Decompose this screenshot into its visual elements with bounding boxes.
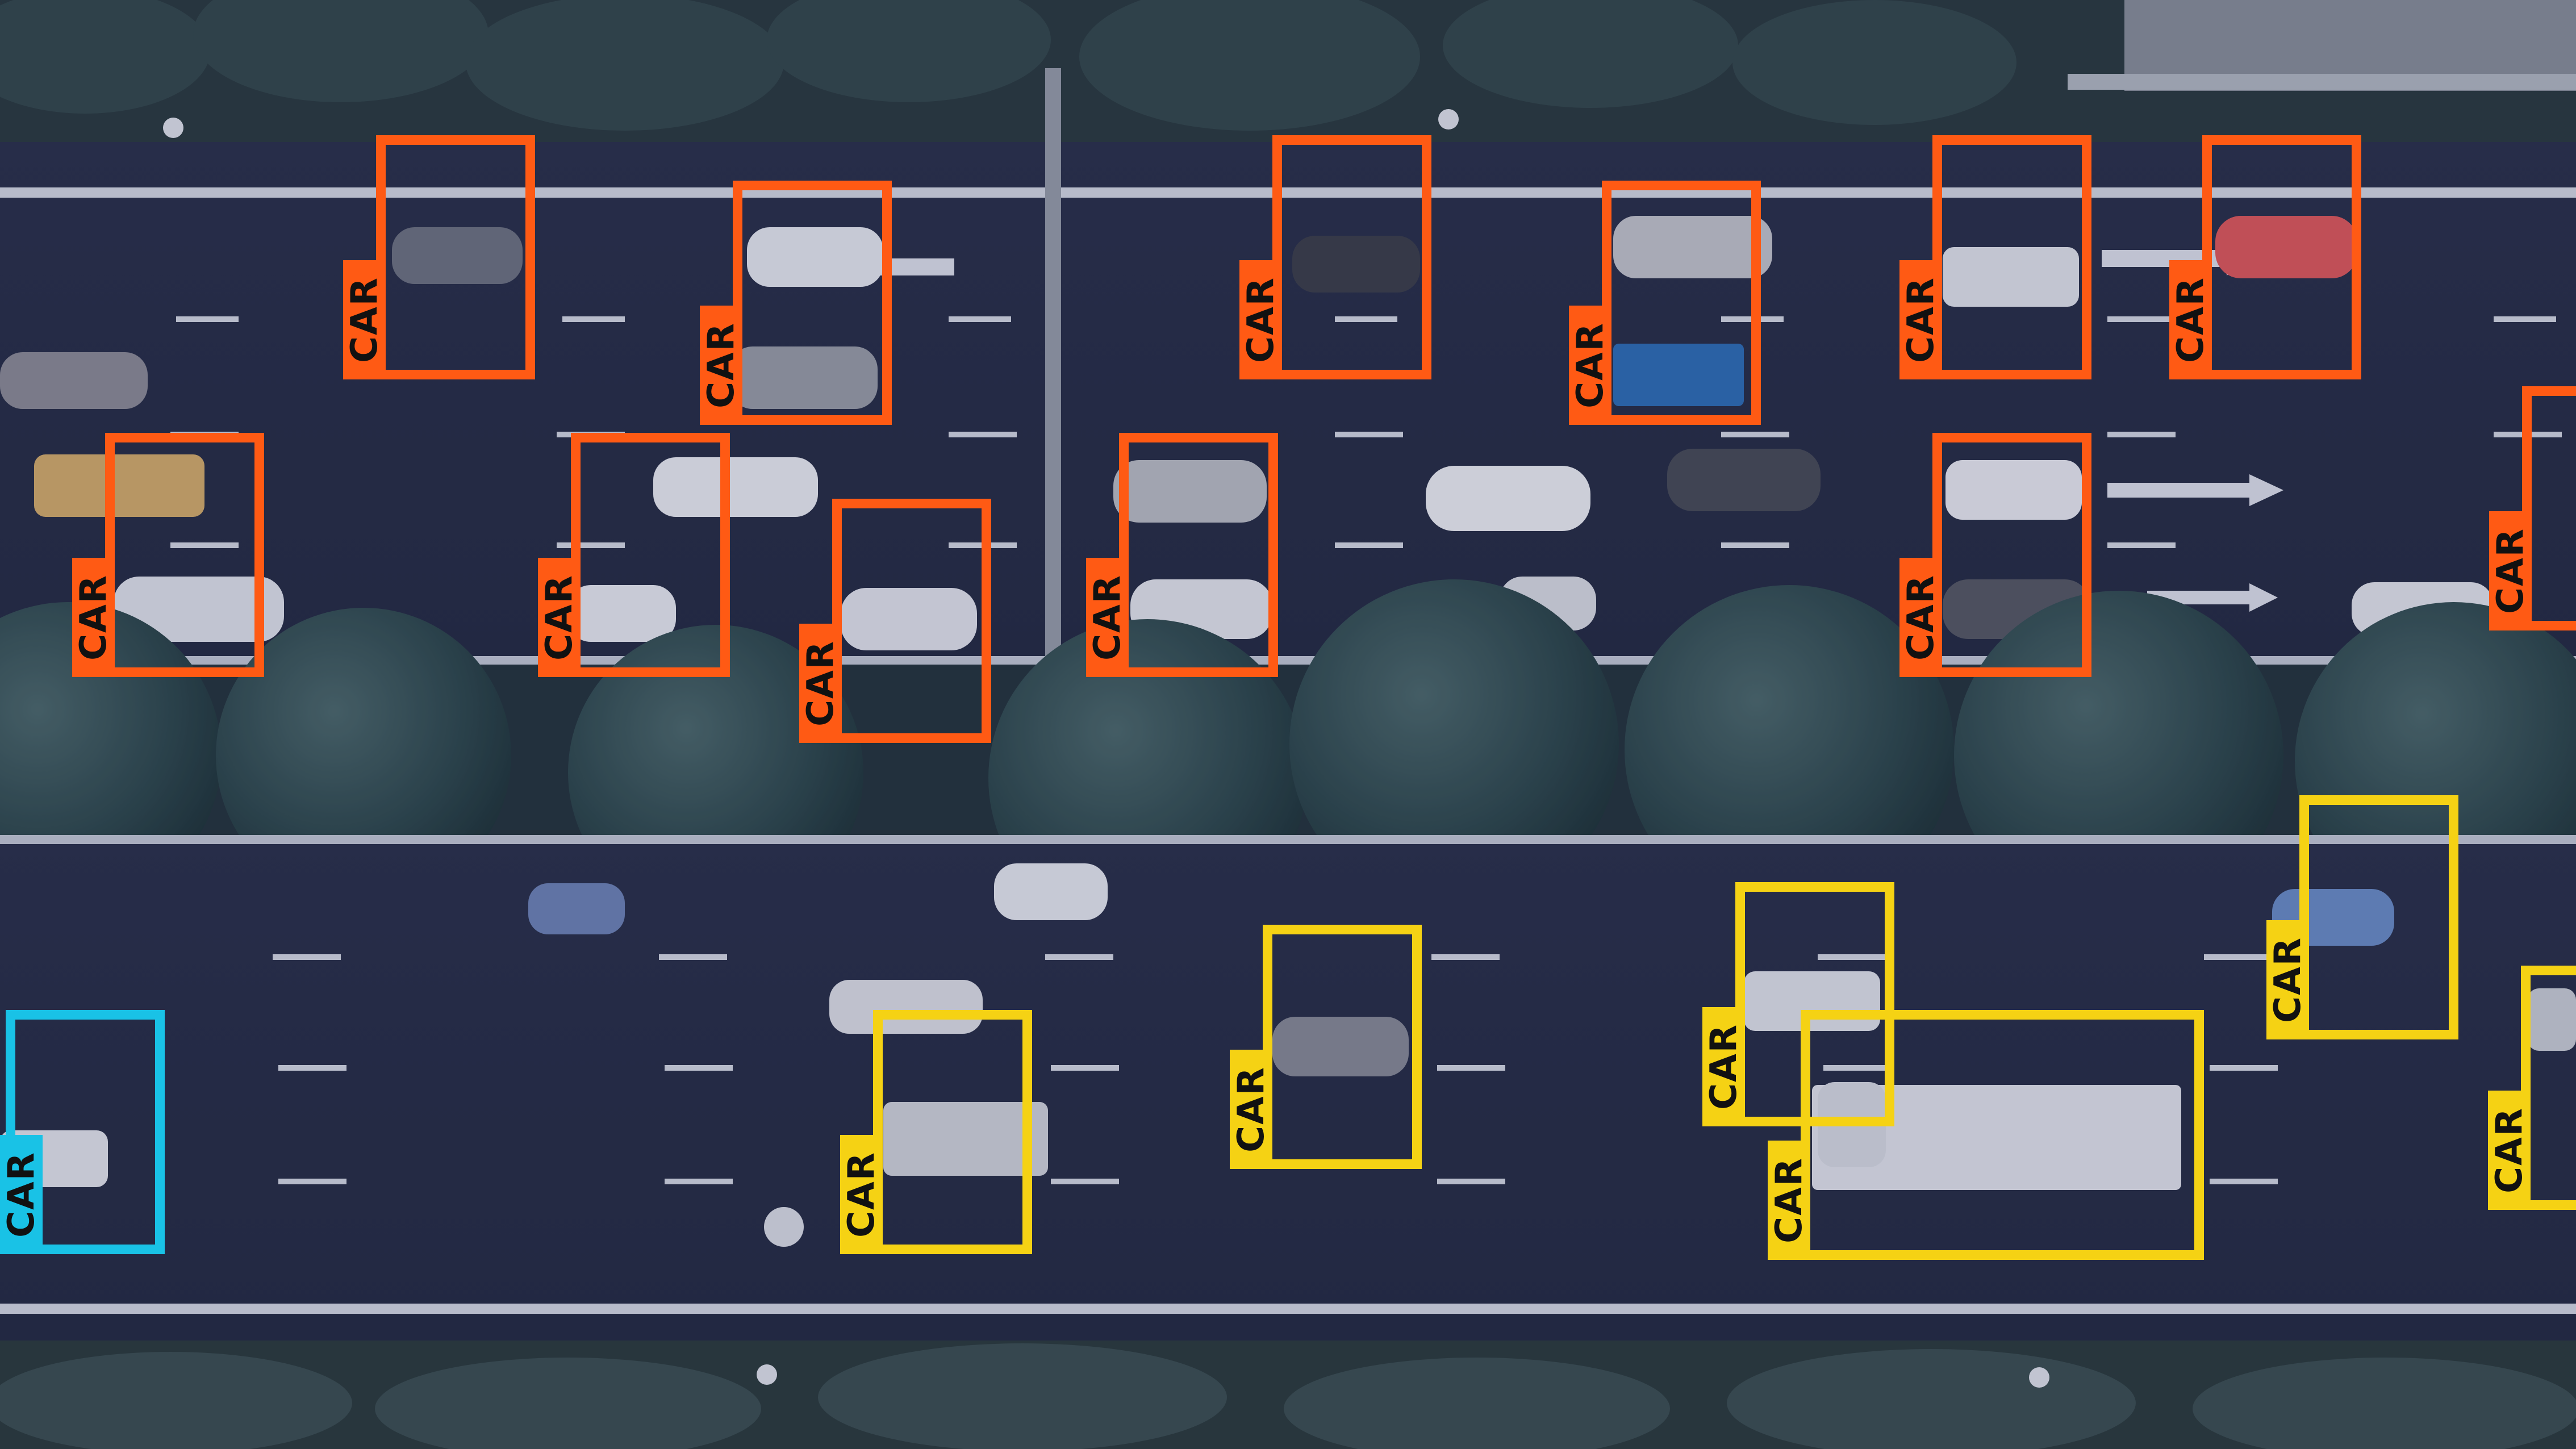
detection-label-text: CAR: [72, 574, 115, 661]
detection-label-text: CAR: [2488, 1107, 2531, 1193]
detection-label: CAR: [2266, 920, 2309, 1039]
detection-label: CAR: [700, 306, 742, 425]
detection-box: [1735, 882, 1894, 1126]
top-verge-shrubs: [0, 0, 2016, 131]
lower-lane-dashes: [273, 954, 2278, 1184]
detection-label: CAR: [1239, 260, 1282, 379]
detection-label: CAR: [1230, 1050, 1272, 1169]
detection-label: CAR: [1899, 260, 1942, 379]
detection-label-text: CAR: [0, 1151, 43, 1238]
detection-label: CAR: [72, 558, 115, 677]
detection-label: CAR: [1702, 1007, 1745, 1126]
detection-label-text: CAR: [799, 640, 842, 726]
detection-label: CAR: [2169, 260, 2212, 379]
lower-edge-line: [0, 1304, 2576, 1314]
detection-box: [2202, 135, 2361, 379]
lower-inner-edge: [0, 835, 2576, 844]
detection-label: CAR: [1086, 558, 1129, 677]
detection-label-text: CAR: [700, 322, 742, 408]
detection-box: [873, 1010, 1032, 1254]
top-right-fence: [2068, 74, 2576, 90]
detection-box: [1272, 135, 1431, 379]
detection-label: CAR: [343, 260, 386, 379]
detection-label-text: CAR: [2266, 937, 2309, 1023]
detection-label-text: CAR: [1239, 277, 1282, 363]
detection-box: [571, 433, 730, 677]
detection-label-text: CAR: [1899, 574, 1942, 661]
detection-label-text: CAR: [1230, 1066, 1272, 1152]
detection-label-text: CAR: [2169, 277, 2212, 363]
detection-label: CAR: [840, 1135, 883, 1254]
detection-label: CAR: [0, 1135, 43, 1254]
median-barrier-pole: [1045, 68, 1061, 665]
detection-box: [376, 135, 535, 379]
upper-edge-line: [0, 187, 2576, 198]
detection-box: [1801, 1010, 2204, 1260]
detection-label-text: CAR: [538, 574, 581, 661]
detection-label-text: CAR: [343, 277, 386, 363]
detection-label-text: CAR: [1768, 1157, 1810, 1243]
detection-label-text: CAR: [840, 1151, 883, 1238]
detection-box: [1602, 181, 1761, 425]
detection-box: [1932, 135, 2091, 379]
detection-label: CAR: [1569, 306, 1611, 425]
detection-box: [832, 499, 991, 743]
street-lamps: [163, 109, 2049, 1388]
detection-box: [733, 181, 892, 425]
detection-box: [2521, 966, 2576, 1210]
detection-box: [1119, 433, 1278, 677]
detection-box: [1932, 433, 2091, 677]
detection-label: CAR: [2489, 511, 2532, 630]
detection-label: CAR: [1768, 1141, 1810, 1260]
detection-label: CAR: [799, 624, 842, 743]
detection-label-text: CAR: [2489, 528, 2532, 614]
detection-label: CAR: [538, 558, 581, 677]
detection-label-text: CAR: [1086, 574, 1129, 661]
detection-label-text: CAR: [1569, 322, 1611, 408]
detection-label: CAR: [1899, 558, 1942, 677]
detection-label-text: CAR: [1702, 1024, 1745, 1110]
detection-box: [1263, 925, 1422, 1169]
detection-label-text: CAR: [1899, 277, 1942, 363]
detection-box: [2299, 795, 2458, 1039]
detection-box: [105, 433, 264, 677]
detection-label: CAR: [2488, 1091, 2531, 1210]
bottom-verge-shrubs: [0, 1343, 2576, 1449]
